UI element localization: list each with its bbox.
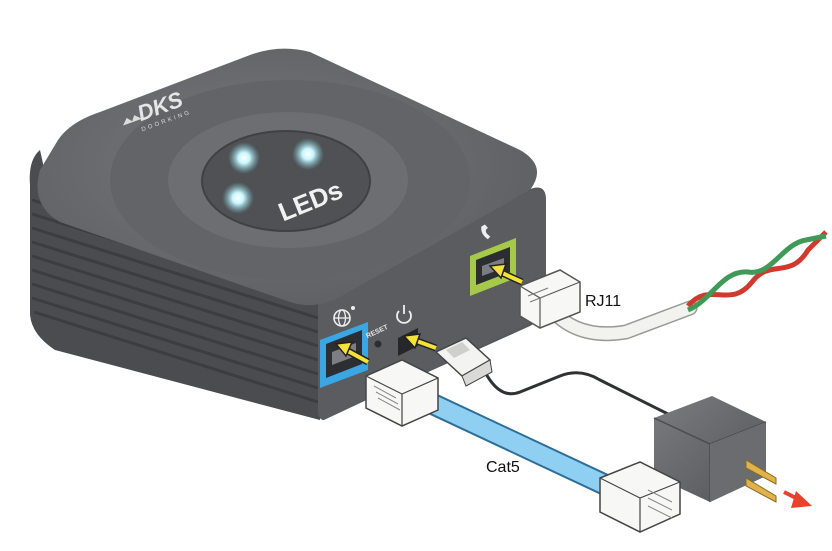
device-front-face xyxy=(318,189,546,420)
rj11-connector[interactable] xyxy=(519,269,581,329)
adapter-prong-2 xyxy=(745,477,777,503)
arrow-power xyxy=(402,333,438,352)
rj11-label: RJ11 xyxy=(585,293,621,310)
wire-green xyxy=(686,233,827,313)
power-adapter xyxy=(653,396,777,503)
adapter-prong-1 xyxy=(745,459,777,485)
outlet-direction-arrow xyxy=(783,490,812,508)
globe-icon xyxy=(333,306,355,327)
arrow-ethernet xyxy=(334,341,370,366)
power-plug[interactable] xyxy=(434,337,493,387)
insert-arrows xyxy=(334,263,524,366)
phone-handset-icon xyxy=(481,224,491,240)
arrow-phone xyxy=(488,263,524,286)
power-cord xyxy=(483,371,681,422)
router-device: LEDs DKS DOORKING RESET xyxy=(29,48,546,420)
reset-button[interactable] xyxy=(374,340,382,348)
cat5-cable: Cat5 xyxy=(365,359,681,533)
led-2 xyxy=(292,138,324,170)
cat5-connector-far xyxy=(599,461,681,533)
power-cable xyxy=(434,337,812,508)
led-1 xyxy=(228,142,260,174)
led-3 xyxy=(222,182,254,214)
rj11-cable: RJ11 xyxy=(519,230,828,342)
cat5-label: Cat5 xyxy=(486,459,520,476)
cat5-connector-near[interactable] xyxy=(365,359,439,427)
power-icon xyxy=(396,305,412,324)
